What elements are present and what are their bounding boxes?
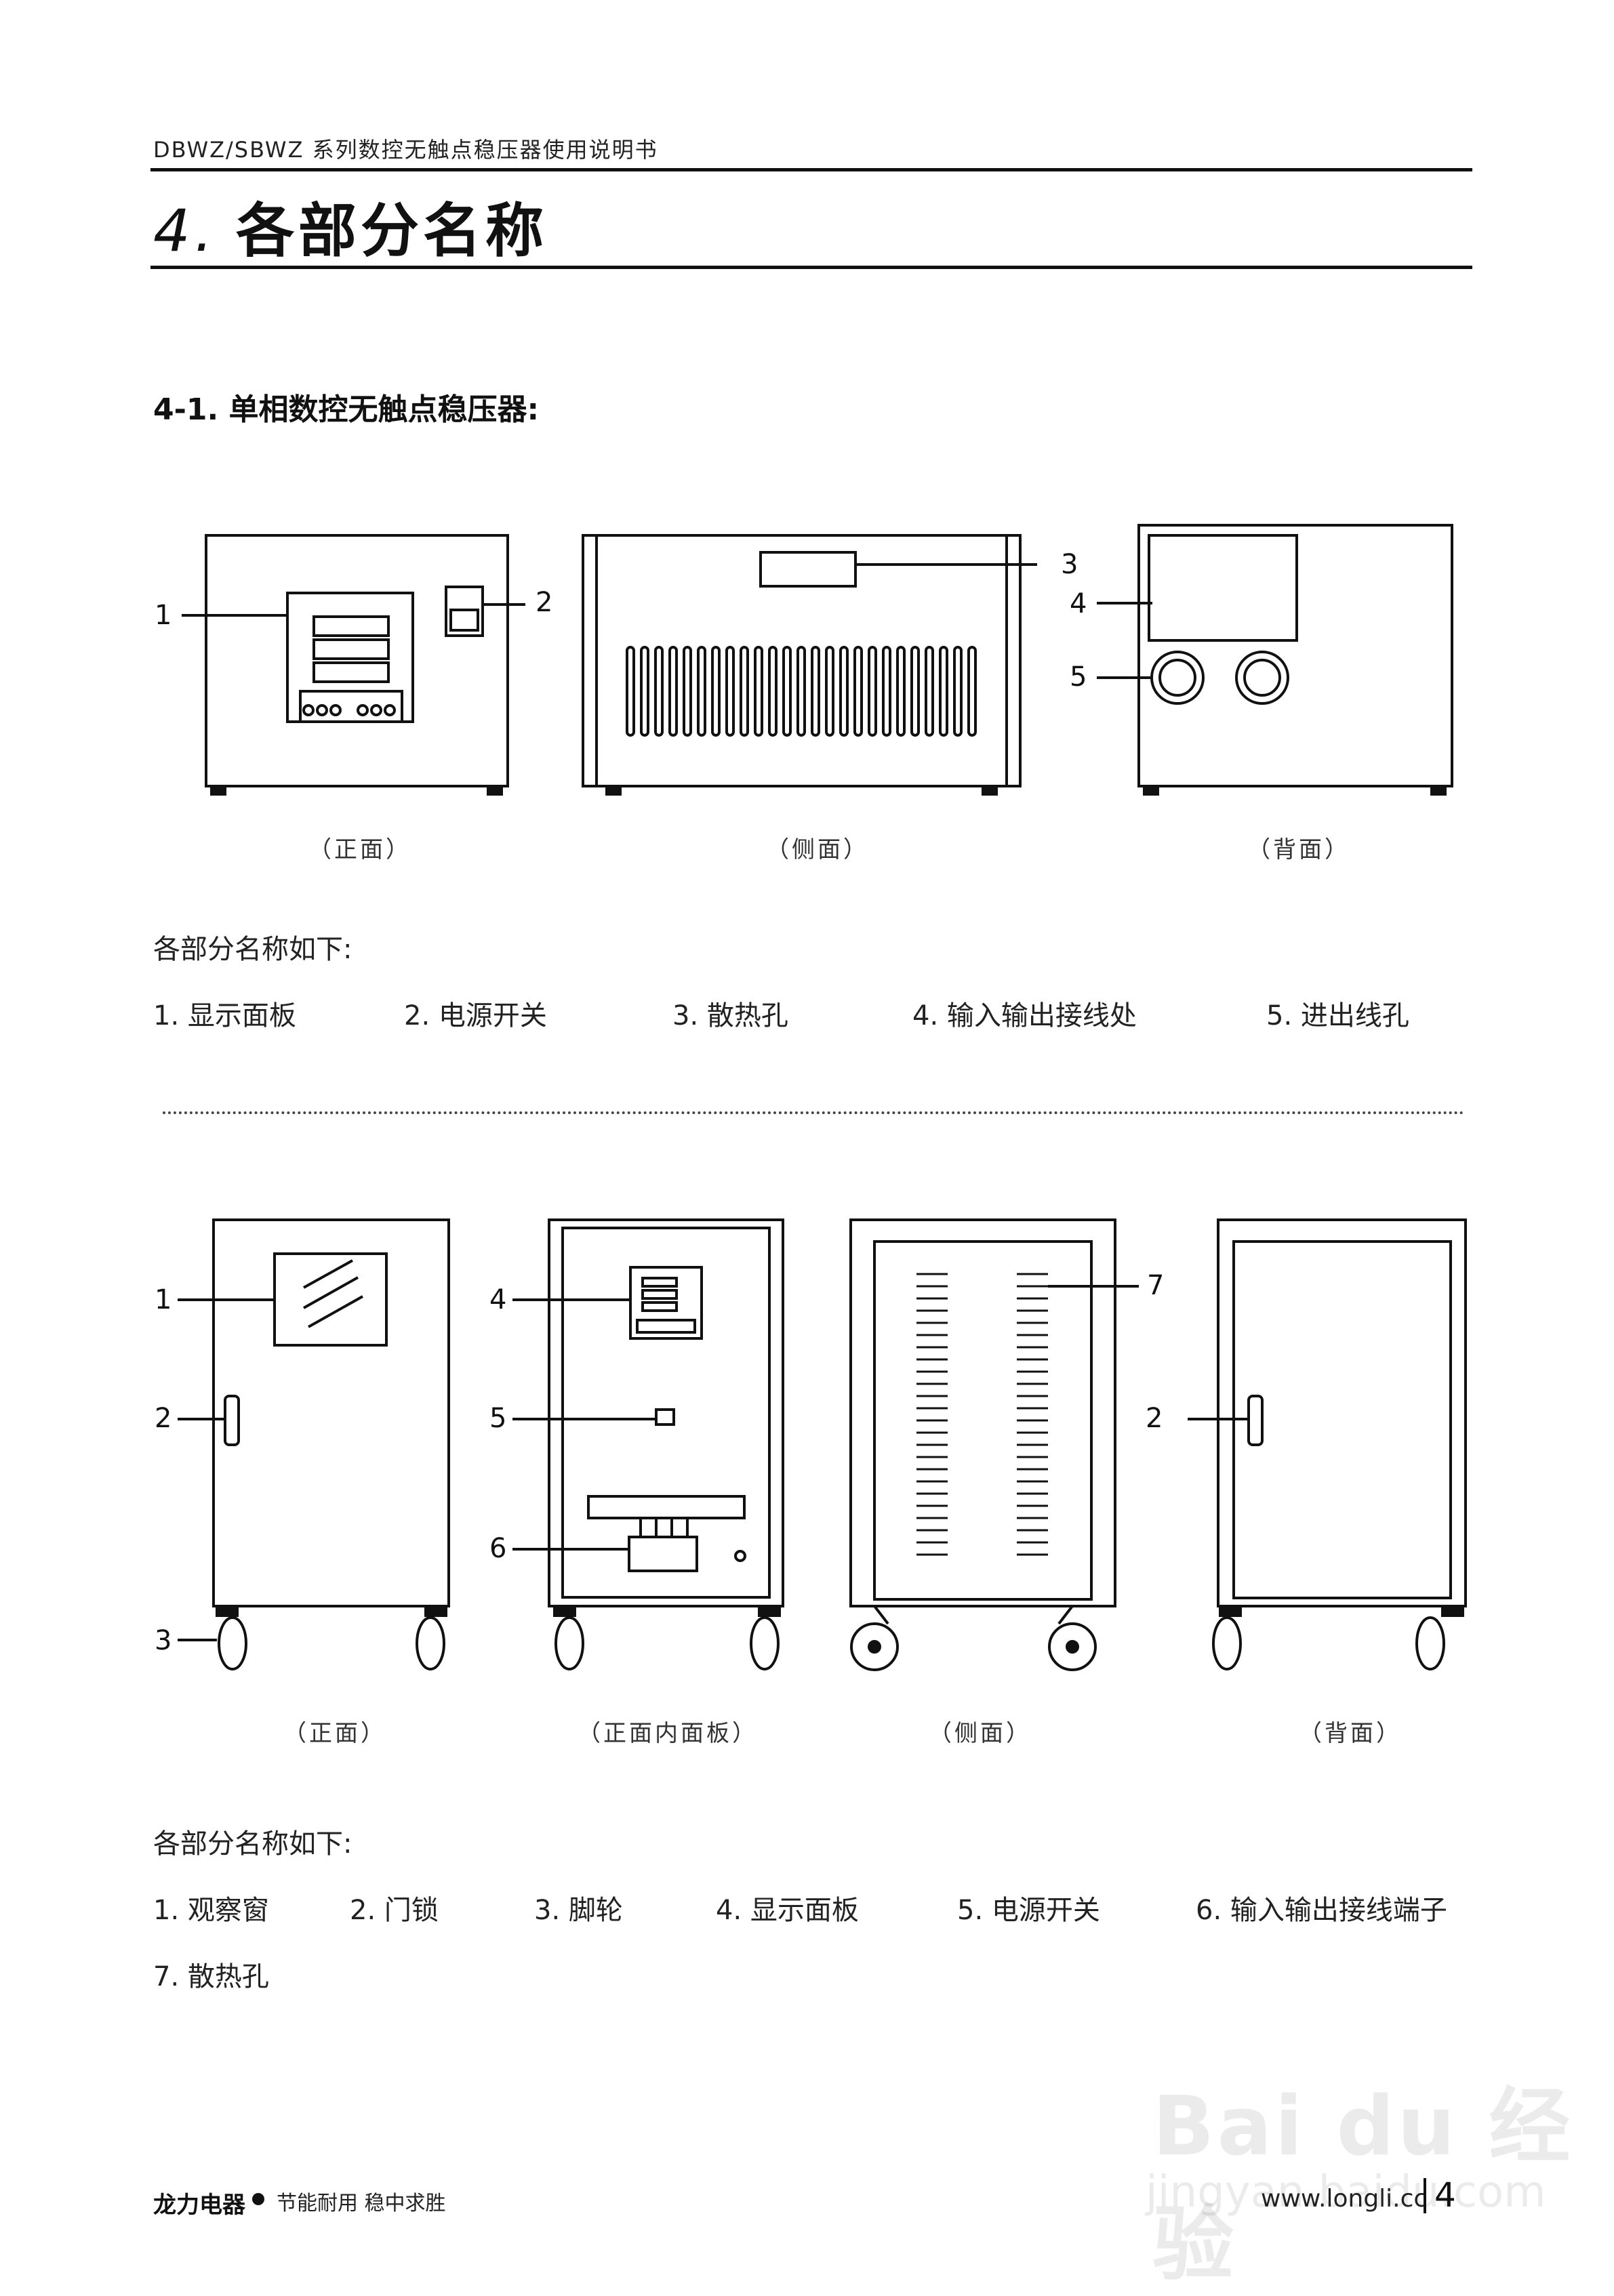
caption-front: （正面） [283,1720,386,1747]
caption-side: （侧面） [766,836,869,863]
section2-intro: 各部分名称如下: [153,1828,352,1860]
footer-brand: 龙力电器 [153,2192,245,2219]
three-phase-back-view [1212,1218,1467,1670]
part-item: 2. 电源开关 [404,1000,547,1031]
footer-slogan: 节能耐用 稳中求胜 [277,2192,446,2215]
callout-1: 1 [155,600,172,631]
section1-title: 4-1. 单相数控无触点稳压器: [153,392,540,427]
single-phase-front-view [205,534,509,796]
part-item: 3. 脚轮 [534,1895,623,1926]
bullet-dot [252,2193,264,2205]
callout-6: 6 [489,1533,507,1564]
part-item: 6. 输入输出接线端子 [1196,1895,1447,1926]
chapter-rule [150,266,1472,269]
part-item: 5. 电源开关 [957,1895,1100,1926]
footer-separator [1424,2178,1426,2213]
part-item: 4. 输入输出接线处 [912,1000,1137,1031]
callout-2: 2 [155,1403,172,1434]
three-phase-front-view [212,1218,450,1670]
part-item: 2. 门锁 [350,1895,439,1926]
part-item: 4. 显示面板 [716,1895,859,1926]
three-phase-inner-panel-view [548,1218,784,1670]
caption-inner-panel: （正面内面板） [578,1720,758,1747]
callout-2: 2 [536,587,553,618]
callout-3: 3 [155,1625,172,1656]
caption-back: （背面） [1299,1720,1402,1747]
part-item: 7. 散热孔 [153,1961,269,1992]
callout-5: 5 [1070,661,1087,693]
part-item: 1. 观察窗 [153,1895,269,1926]
callout-4: 4 [489,1284,507,1315]
callout-4: 4 [1070,588,1087,619]
part-item: 3. 散热孔 [672,1000,788,1031]
chapter-name: 各部分名称 [236,197,548,265]
callout-3: 3 [1061,549,1078,580]
callout-1: 1 [155,1284,172,1315]
chapter-title: 4. 各部分名称 [153,183,548,268]
watermark-domain: jingyan.baidu.com [1146,2167,1546,2217]
callout-5: 5 [489,1403,507,1434]
caption-side: （侧面） [929,1720,1032,1747]
watermark-logo: Bai du 经验 [1152,2080,1573,2292]
three-phase-side-view [849,1218,1116,1671]
chapter-number: 4. [153,197,218,265]
footer-url[interactable]: www.longli.cc [1261,2185,1428,2213]
part-item: 1. 显示面板 [153,1000,296,1031]
header-rule [150,168,1472,171]
page-number: 4 [1434,2175,1456,2215]
callout-7: 7 [1147,1270,1165,1301]
caption-front: （正面） [308,836,411,863]
caption-back: （背面） [1247,836,1350,863]
single-phase-side-view [582,534,1022,796]
section1-intro: 各部分名称如下: [153,934,352,965]
document-header: DBWZ/SBWZ 系列数控无触点稳压器使用说明书 [153,137,658,163]
section-divider [163,1111,1464,1114]
callout-2-back: 2 [1146,1403,1163,1434]
part-item: 5. 进出线孔 [1266,1000,1409,1031]
